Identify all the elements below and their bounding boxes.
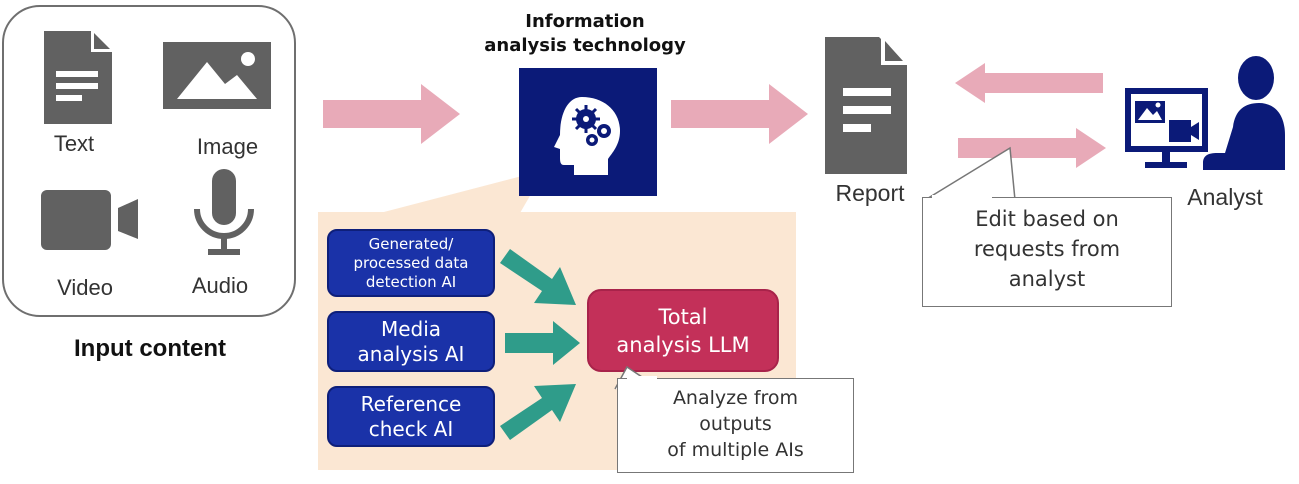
- ai-module-line: analysis AI: [357, 341, 465, 366]
- ai-module-line: Generated/: [368, 234, 454, 253]
- technology-title: Information analysis technology: [440, 10, 730, 58]
- microphone-icon: [194, 169, 254, 255]
- edit-note-box: Edit based on requests from analyst: [922, 197, 1172, 307]
- total-analysis-llm-box: Total analysis LLM: [587, 289, 779, 372]
- ai-module-generated-data-detection: Generated/ processed data detection AI: [327, 229, 495, 297]
- brain-gears-head-icon: [554, 97, 620, 175]
- text-document-icon: [44, 28, 115, 124]
- teal-arrow-bottom: [500, 384, 576, 440]
- callout-pointer: [380, 170, 545, 213]
- llm-note-line3: of multiple AIs: [667, 439, 804, 461]
- ai-module-line: check AI: [368, 416, 454, 441]
- report-label: Report: [835, 180, 905, 206]
- edit-note-pointer-cover: [932, 195, 992, 199]
- llm-note-box: Analyze from outputs of multiple AIs: [617, 378, 854, 473]
- llm-line2: analysis LLM: [616, 332, 750, 357]
- edit-note-line3: analyst: [1008, 267, 1086, 291]
- teal-arrow-top: [500, 249, 576, 305]
- ai-module-line: Reference: [360, 391, 462, 416]
- technology-title-line2: analysis technology: [484, 35, 686, 56]
- flow-arrow-tech-to-report: [671, 84, 808, 144]
- analyst-label: Analyst: [1187, 184, 1263, 210]
- llm-note-line1: Analyze from: [672, 387, 799, 409]
- flow-arrow-input-to-tech: [323, 84, 460, 144]
- feedback-arrow-analyst-to-report: [955, 63, 1103, 103]
- input-content-title: Input content: [74, 335, 226, 362]
- ai-module-line: Media: [380, 316, 442, 341]
- ai-module-reference-check: Reference check AI: [327, 386, 495, 447]
- llm-note-pointer-cover: [627, 376, 657, 380]
- analyst-at-monitor-icon: [1125, 56, 1285, 170]
- video-camera-icon: [41, 190, 138, 250]
- ai-module-line: processed data: [353, 253, 469, 272]
- edit-note-line1: Edit based on: [975, 207, 1119, 231]
- ai-module-media-analysis: Media analysis AI: [327, 311, 495, 372]
- audio-label: Audio: [191, 273, 249, 298]
- edit-note-pointer: [924, 146, 1016, 201]
- image-label: Image: [196, 134, 259, 159]
- report-document-icon: [825, 37, 907, 174]
- technology-title-line1: Information: [525, 11, 645, 32]
- llm-note-line2: outputs: [699, 413, 772, 435]
- ai-module-line: detection AI: [365, 272, 457, 291]
- teal-arrow-middle: [505, 321, 580, 365]
- text-label: Text: [53, 131, 95, 156]
- image-icon: [163, 42, 271, 109]
- edit-note-line2: requests from: [973, 237, 1121, 261]
- video-label: Video: [57, 275, 113, 300]
- llm-line1: Total: [658, 304, 708, 329]
